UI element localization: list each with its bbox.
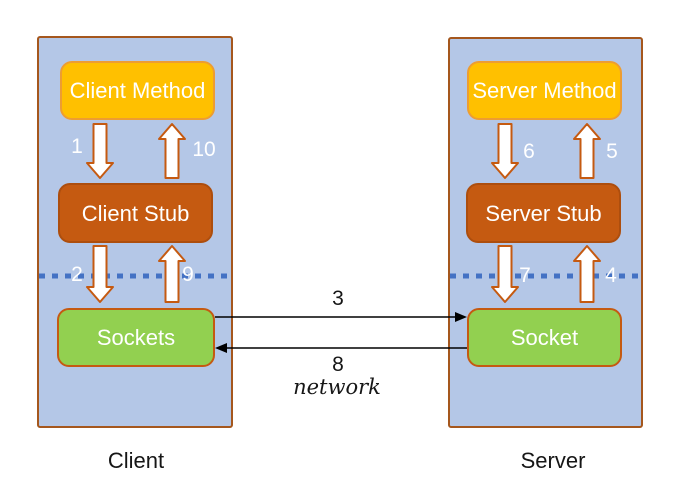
network-caption: network	[293, 375, 381, 399]
server-stub-label: Server Stub	[485, 200, 602, 226]
step-6-label: 6	[523, 140, 535, 163]
client-stub-box: Client Stub	[58, 183, 213, 243]
step-10-label: 10	[192, 138, 216, 161]
step-7-label: 7	[519, 264, 531, 287]
step-8-label: 8	[332, 353, 344, 376]
server-method-label: Server Method	[472, 78, 617, 103]
server-method-box: Server Method	[467, 61, 622, 120]
client-method-box: Client Method	[60, 61, 215, 120]
step-5-label: 5	[606, 140, 618, 163]
server-socket-label: Socket	[510, 325, 579, 350]
client-sockets-label: Sockets	[96, 325, 176, 350]
server-caption: Server	[520, 448, 586, 473]
client-sockets-box: Sockets	[57, 308, 215, 367]
step-9-label: 9	[182, 263, 194, 286]
step-1-label: 1	[71, 135, 83, 158]
client-stub-label: Client Stub	[81, 200, 190, 226]
step-4-label: 4	[605, 264, 617, 287]
step-3-label: 3	[332, 287, 344, 310]
client-caption: Client	[107, 448, 165, 473]
server-socket-box: Socket	[467, 308, 622, 367]
server-stub-box: Server Stub	[466, 183, 621, 243]
client-method-label: Client Method	[69, 78, 206, 103]
step-2-label: 2	[71, 263, 83, 286]
